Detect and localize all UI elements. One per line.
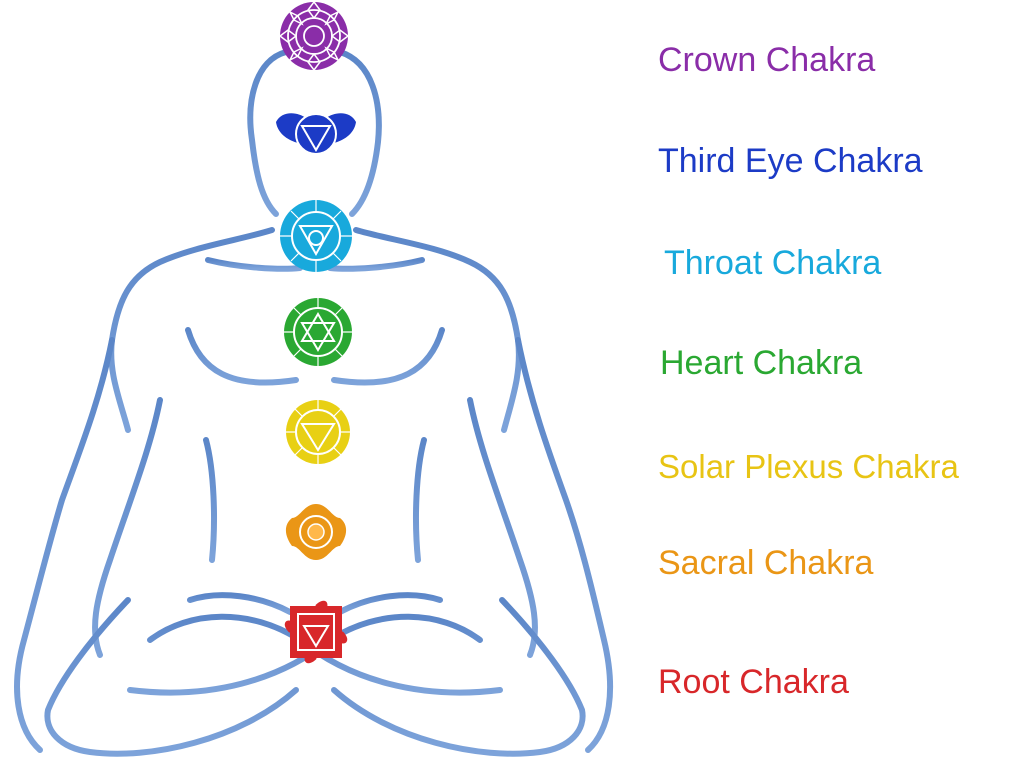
root-chakra-symbol: [284, 600, 348, 664]
left-arm-outer: [14, 337, 115, 753]
heart-chakra-symbol: [284, 298, 352, 366]
throat-chakra-symbol: [280, 200, 352, 272]
head-outline: [247, 49, 289, 217]
collarbone-line: [205, 257, 303, 272]
right-torso-line: [413, 437, 427, 563]
left-pectoral-line: [185, 327, 299, 386]
solar-plexus-chakra-symbol: [286, 400, 350, 464]
two-petal-lotus-icon: [276, 113, 356, 155]
left-torso-line: [203, 437, 217, 563]
right-leg-outline: [331, 597, 586, 757]
right-pectoral-line: [331, 327, 445, 386]
left-arm-inner: [92, 397, 163, 658]
left-shoulder-outline: [108, 227, 275, 433]
right-arm-outer: [515, 337, 614, 753]
left-leg-outline: [44, 597, 299, 757]
right-shoulder-outline: [353, 227, 522, 433]
left-hand-outline: [187, 592, 293, 615]
four-petal-lotus-icon: [284, 600, 348, 664]
sixteen-petal-lotus-icon: [280, 200, 352, 272]
crown-chakra-symbol: [278, 0, 350, 72]
twelve-petal-lotus-icon: [284, 298, 352, 366]
thousand-petal-lotus-icon: [278, 0, 350, 72]
six-petal-lotus-icon: [285, 504, 347, 560]
collarbone-line-right: [327, 257, 425, 272]
right-hand-outline: [337, 592, 443, 615]
third-eye-chakra-symbol: [276, 113, 356, 155]
right-arm-inner: [467, 397, 538, 658]
ten-petal-lotus-icon: [286, 400, 350, 464]
head-outline-right: [337, 49, 382, 217]
sacral-chakra-symbol: [285, 504, 347, 560]
